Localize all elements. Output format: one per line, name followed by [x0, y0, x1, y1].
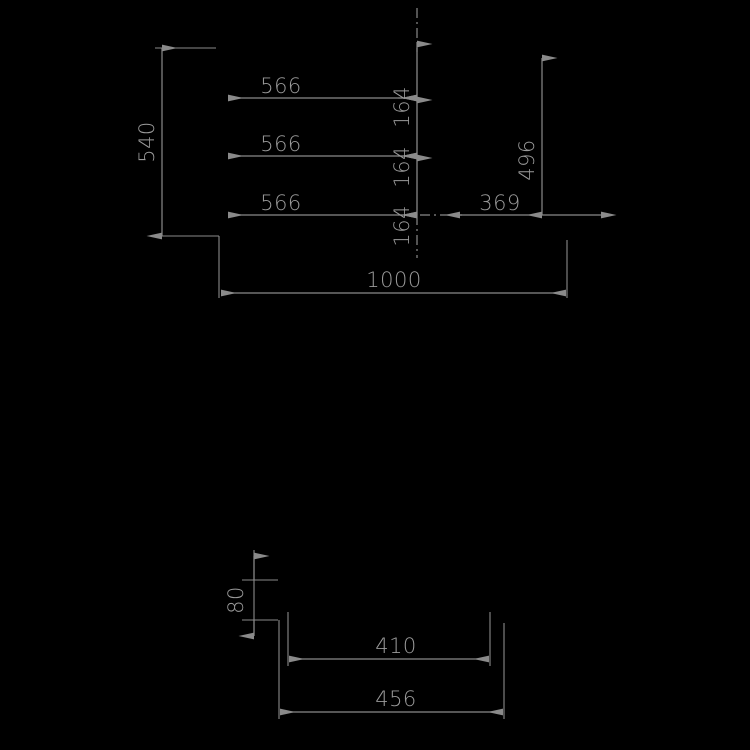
dimension-369: 369 [444, 191, 617, 219]
lower-view-group: 80 410 456 [224, 550, 505, 719]
dim-label-566-middle: 566 [260, 132, 302, 156]
dimension-456: 456 [280, 687, 503, 716]
dim-label-496: 496 [515, 139, 539, 181]
dimension-566-lower: 566 [228, 191, 417, 219]
dimension-566-upper: 566 [228, 74, 417, 102]
dimension-496: 496 [515, 54, 558, 219]
dim-label-566-upper: 566 [260, 74, 302, 98]
dim-label-1000: 1000 [366, 268, 421, 292]
dim-label-164-upper: 164 [390, 86, 414, 128]
dim-label-164-middle: 164 [390, 146, 414, 188]
dim-label-369: 369 [479, 191, 521, 215]
dimension-1000: 1000 [221, 268, 566, 297]
dim-label-80: 80 [224, 586, 248, 614]
dimension-80: 80 [224, 550, 278, 640]
dimension-164-lower: 164 [390, 154, 433, 247]
dim-label-164-lower: 164 [390, 205, 414, 247]
dim-label-566-lower: 566 [260, 191, 302, 215]
upper-view-group: 540 566 566 566 [135, 8, 617, 298]
dim-label-456: 456 [375, 687, 417, 711]
dimension-566-middle: 566 [228, 132, 417, 160]
dimension-540: 540 [135, 44, 219, 240]
dimension-410: 410 [289, 634, 489, 663]
dim-label-540: 540 [135, 121, 159, 163]
dim-label-410: 410 [375, 634, 417, 658]
dimension-164-upper: 164 [390, 40, 433, 128]
